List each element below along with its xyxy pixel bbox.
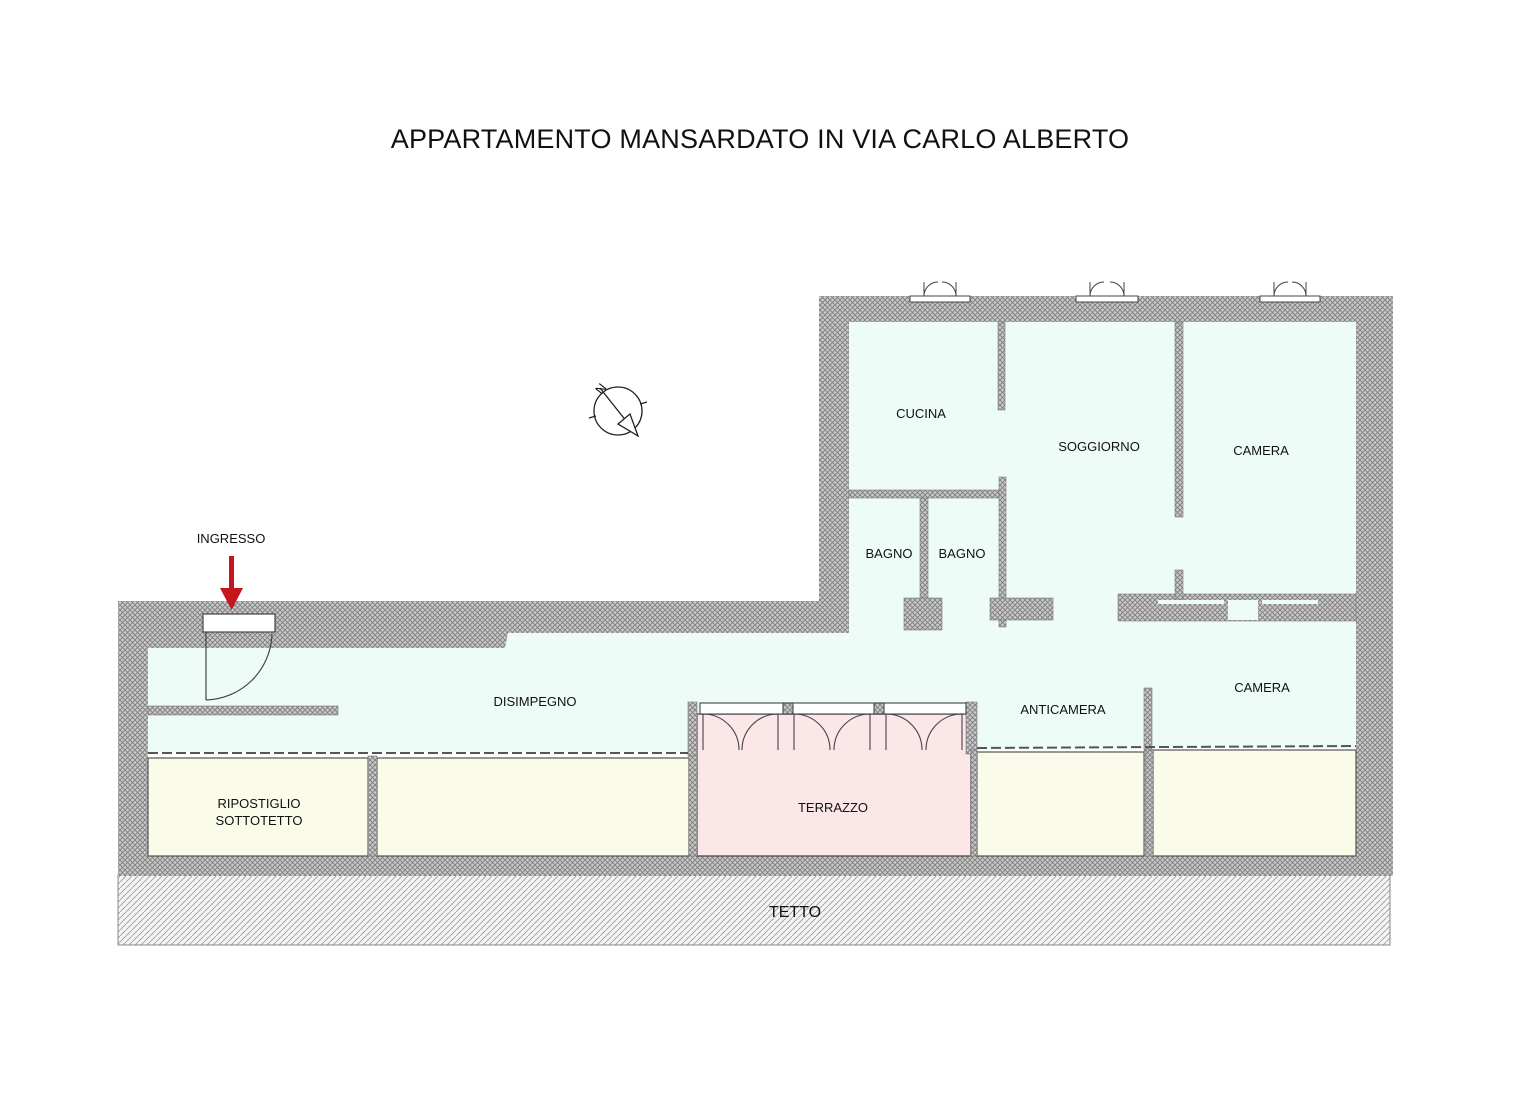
room-label-sottotetto: SOTTOTETTO [216, 813, 303, 828]
plan-title: APPARTAMENTO MANSARDATO IN VIA CARLO ALB… [390, 124, 1130, 154]
top-windows [909, 281, 1321, 303]
room-label-tetto: TETTO [769, 904, 821, 921]
north-compass-icon: N [588, 380, 648, 438]
storage-rooms [147, 749, 1357, 857]
entry-arrow-icon [220, 556, 243, 610]
outer-walls [118, 296, 1393, 876]
room-label-bagno-2: BAGNO [939, 546, 986, 561]
room-label-ripostiglio: RIPOSTIGLIO [217, 796, 300, 811]
terrace-area [696, 713, 972, 857]
terrace-doors [699, 702, 967, 751]
room-label-camera-top: CAMERA [1233, 443, 1289, 458]
interior-floor [148, 322, 1356, 752]
room-label-cucina: CUCINA [896, 406, 946, 421]
entrance-door [202, 613, 276, 701]
room-label-camera-right: CAMERA [1234, 680, 1290, 695]
interior-walls [147, 321, 1357, 857]
roof-edge-line [148, 745, 1357, 754]
room-label-terrazzo: TERRAZZO [798, 800, 868, 815]
compass-north-label: N [592, 380, 610, 397]
room-labels: CUCINA SOGGIORNO CAMERA BAGNO BAGNO CAME… [197, 406, 1290, 921]
room-label-bagno-1: BAGNO [866, 546, 913, 561]
roof-area [117, 874, 1391, 946]
room-label-ingresso: INGRESSO [197, 531, 266, 546]
room-label-soggiorno: SOGGIORNO [1058, 439, 1140, 454]
room-label-anticamera: ANTICAMERA [1020, 702, 1106, 717]
room-label-disimpegno: DISIMPEGNO [493, 694, 576, 709]
